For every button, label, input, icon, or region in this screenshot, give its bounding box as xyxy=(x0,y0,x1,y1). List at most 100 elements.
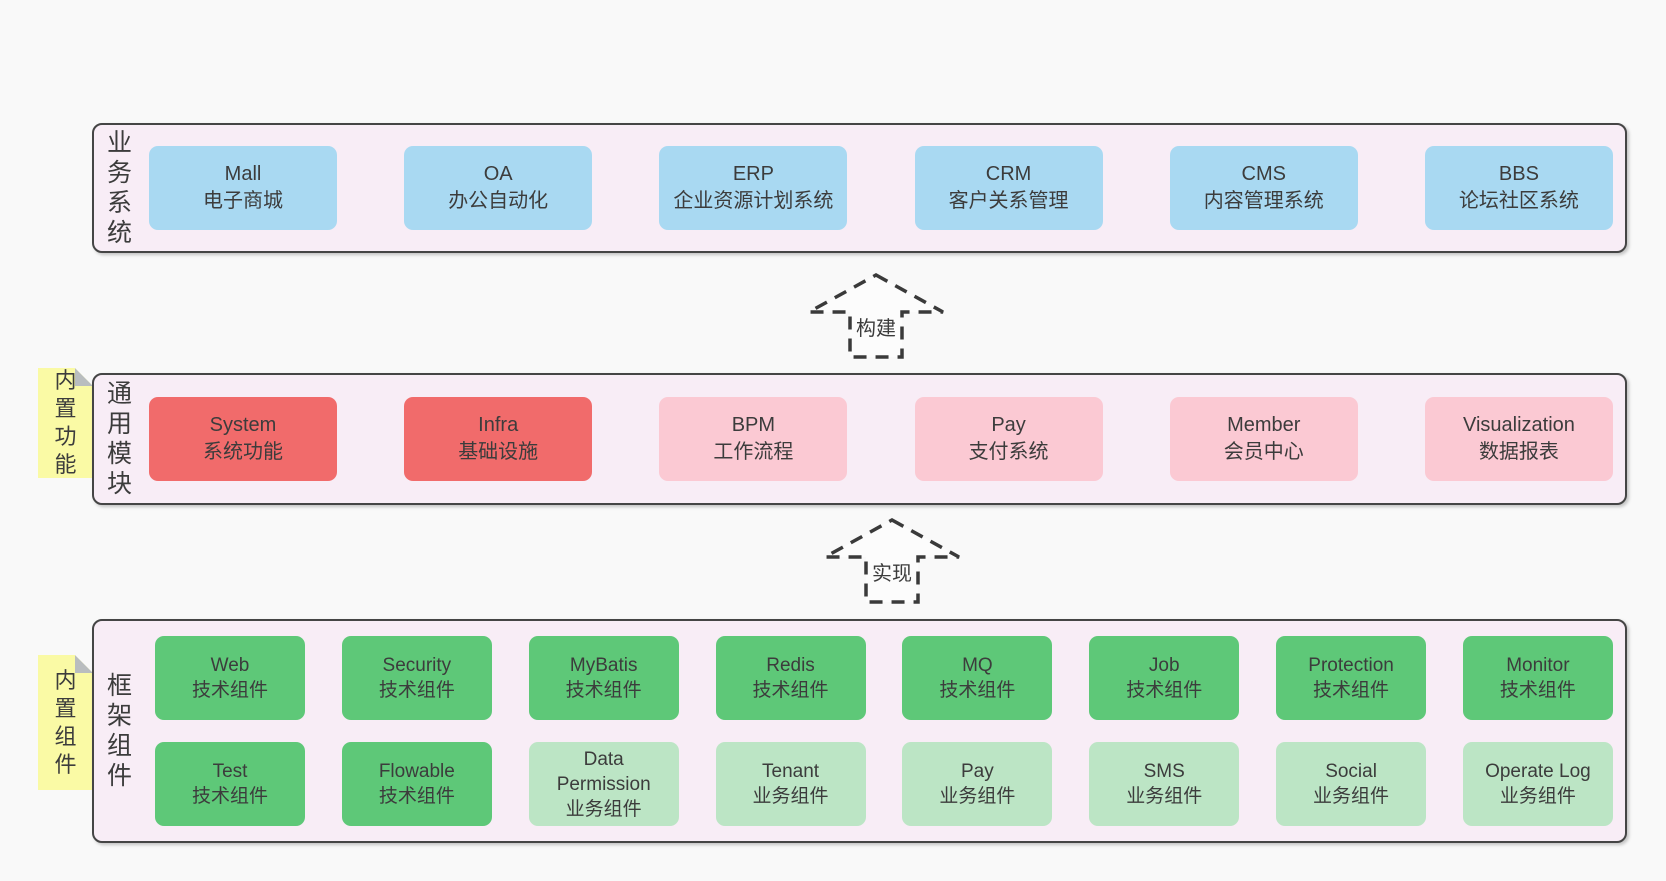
box-name: Job xyxy=(1148,655,1180,676)
box-name: BPM xyxy=(731,414,776,436)
box-name: Web xyxy=(210,655,250,676)
box-test: Test 技术组件 xyxy=(155,742,305,826)
box-name: Visualization xyxy=(1462,414,1575,436)
box-name: Member xyxy=(1227,414,1301,436)
box-name: CRM xyxy=(985,163,1032,185)
box-subtitle: 业务组件 xyxy=(752,786,829,807)
box-tenant: Tenant 业务组件 xyxy=(715,742,866,826)
box-subtitle: 技术组件 xyxy=(752,680,829,701)
layer-label-text: 框架组件 xyxy=(106,672,132,790)
box-subtitle: 技术组件 xyxy=(565,680,642,701)
box-social: Social 业务组件 xyxy=(1276,742,1427,826)
box-security: Security 技术组件 xyxy=(341,636,492,720)
arrow-implement-label: 实现 xyxy=(868,556,916,587)
layer-label-modules: 通用模块 xyxy=(106,375,140,503)
layer-business-systems: 业务系统 Mall 电子商城 OA 办公自动化 ERP 企业资源计划系统 CRM… xyxy=(92,123,1627,253)
box-name: Infra xyxy=(478,414,519,436)
box-subtitle: 电子商城 xyxy=(203,190,283,212)
box-name: Redis xyxy=(766,655,815,676)
component-row-1: Web 技术组件 Security 技术组件 MyBatis 技术组件 Redi… xyxy=(155,636,1613,720)
layer-label-text: 业务系统 xyxy=(106,129,132,247)
box-erp: ERP 企业资源计划系统 xyxy=(659,146,848,230)
box-subtitle: 技术组件 xyxy=(191,680,268,701)
layer-label-components: 框架组件 xyxy=(106,621,140,841)
box-subtitle: 内容管理系统 xyxy=(1203,190,1324,212)
box-name: Flowable xyxy=(378,761,455,782)
box-oa: OA 办公自动化 xyxy=(404,146,593,230)
box-name: OA xyxy=(483,163,513,185)
box-subtitle: 技术组件 xyxy=(378,680,455,701)
box-subtitle: 业务组件 xyxy=(565,798,642,820)
box-job: Job 技术组件 xyxy=(1089,636,1240,720)
box-subtitle: 数据报表 xyxy=(1478,441,1559,463)
arrow-build-label: 构建 xyxy=(852,311,900,342)
box-crm: CRM 客户关系管理 xyxy=(914,146,1103,230)
layer-label-text: 通用模块 xyxy=(106,380,132,498)
box-name: Pay xyxy=(961,761,994,782)
box-subtitle: 论坛社区系统 xyxy=(1458,190,1579,212)
box-infra: Infra 基础设施 xyxy=(404,397,593,481)
box-name: Operate Log xyxy=(1485,761,1591,782)
box-sms: SMS 业务组件 xyxy=(1089,742,1240,826)
box-subtitle: 技术组件 xyxy=(939,680,1016,701)
box-subtitle: 技术组件 xyxy=(378,786,455,807)
box-pay-module: Pay 支付系统 xyxy=(914,397,1103,481)
sticky-note-built-in-features: 内置功能 xyxy=(38,368,93,478)
box-web: Web 技术组件 xyxy=(155,636,305,720)
box-subtitle: 业务组件 xyxy=(1126,786,1203,807)
box-name: Pay xyxy=(991,414,1026,436)
component-rows: Web 技术组件 Security 技术组件 MyBatis 技术组件 Redi… xyxy=(140,621,1625,841)
box-subtitle: 技术组件 xyxy=(1126,680,1203,701)
box-subtitle: 支付系统 xyxy=(968,441,1049,463)
box-subtitle: 客户关系管理 xyxy=(948,190,1069,212)
box-pay-component: Pay 业务组件 xyxy=(902,742,1053,826)
box-mall: Mall 电子商城 xyxy=(149,146,337,230)
box-monitor: Monitor 技术组件 xyxy=(1462,636,1613,720)
box-name: Data Permission xyxy=(556,748,651,795)
box-cms: CMS 内容管理系统 xyxy=(1169,146,1358,230)
box-flowable: Flowable 技术组件 xyxy=(341,742,492,826)
box-name: Tenant xyxy=(762,761,820,782)
arrow-implement: 实现 xyxy=(822,517,962,605)
box-name: Security xyxy=(382,655,452,676)
box-member: Member 会员中心 xyxy=(1169,397,1358,481)
layer-label-business: 业务系统 xyxy=(106,125,140,251)
sticky-note-text: 内置功能 xyxy=(54,368,77,477)
box-visualization: Visualization 数据报表 xyxy=(1424,397,1613,481)
module-boxes: System 系统功能 Infra 基础设施 BPM 工作流程 Pay 支付系统… xyxy=(140,375,1625,503)
box-name: MyBatis xyxy=(569,655,638,676)
layer-common-modules: 通用模块 System 系统功能 Infra 基础设施 BPM 工作流程 Pay… xyxy=(92,373,1627,505)
box-data-permission: Data Permission 业务组件 xyxy=(528,742,679,826)
box-subtitle: 业务组件 xyxy=(1313,786,1390,807)
arrow-build: 构建 xyxy=(806,272,946,360)
box-subtitle: 技术组件 xyxy=(191,786,268,807)
box-subtitle: 基础设施 xyxy=(458,441,539,463)
box-name: SMS xyxy=(1143,761,1185,782)
box-subtitle: 系统功能 xyxy=(203,441,283,463)
box-name: Test xyxy=(212,761,248,782)
box-subtitle: 会员中心 xyxy=(1223,441,1304,463)
sticky-note-built-in-components: 内置组件 xyxy=(38,655,93,790)
box-subtitle: 业务组件 xyxy=(939,786,1016,807)
box-name: System xyxy=(209,414,277,436)
box-mybatis: MyBatis 技术组件 xyxy=(528,636,679,720)
box-name: BBS xyxy=(1498,163,1539,185)
box-mq: MQ 技术组件 xyxy=(902,636,1053,720)
box-subtitle: 办公自动化 xyxy=(448,190,549,212)
box-name: Mall xyxy=(224,163,262,185)
box-name: CMS xyxy=(1241,163,1286,185)
box-name: ERP xyxy=(732,163,774,185)
box-name: Social xyxy=(1325,761,1377,782)
component-row-2: Test 技术组件 Flowable 技术组件 Data Permission … xyxy=(155,742,1613,826)
box-bbs: BBS 论坛社区系统 xyxy=(1424,146,1613,230)
box-bpm: BPM 工作流程 xyxy=(659,397,848,481)
layer-framework-components: 框架组件 Web 技术组件 Security 技术组件 MyBatis 技术组件… xyxy=(92,619,1627,843)
business-boxes: Mall 电子商城 OA 办公自动化 ERP 企业资源计划系统 CRM 客户关系… xyxy=(140,125,1625,251)
box-subtitle: 技术组件 xyxy=(1313,680,1390,701)
box-protection: Protection 技术组件 xyxy=(1276,636,1427,720)
box-system: System 系统功能 xyxy=(149,397,337,481)
box-operate-log: Operate Log 业务组件 xyxy=(1462,742,1613,826)
box-name: Protection xyxy=(1308,655,1394,676)
box-subtitle: 技术组件 xyxy=(1499,680,1576,701)
box-subtitle: 企业资源计划系统 xyxy=(673,190,834,212)
